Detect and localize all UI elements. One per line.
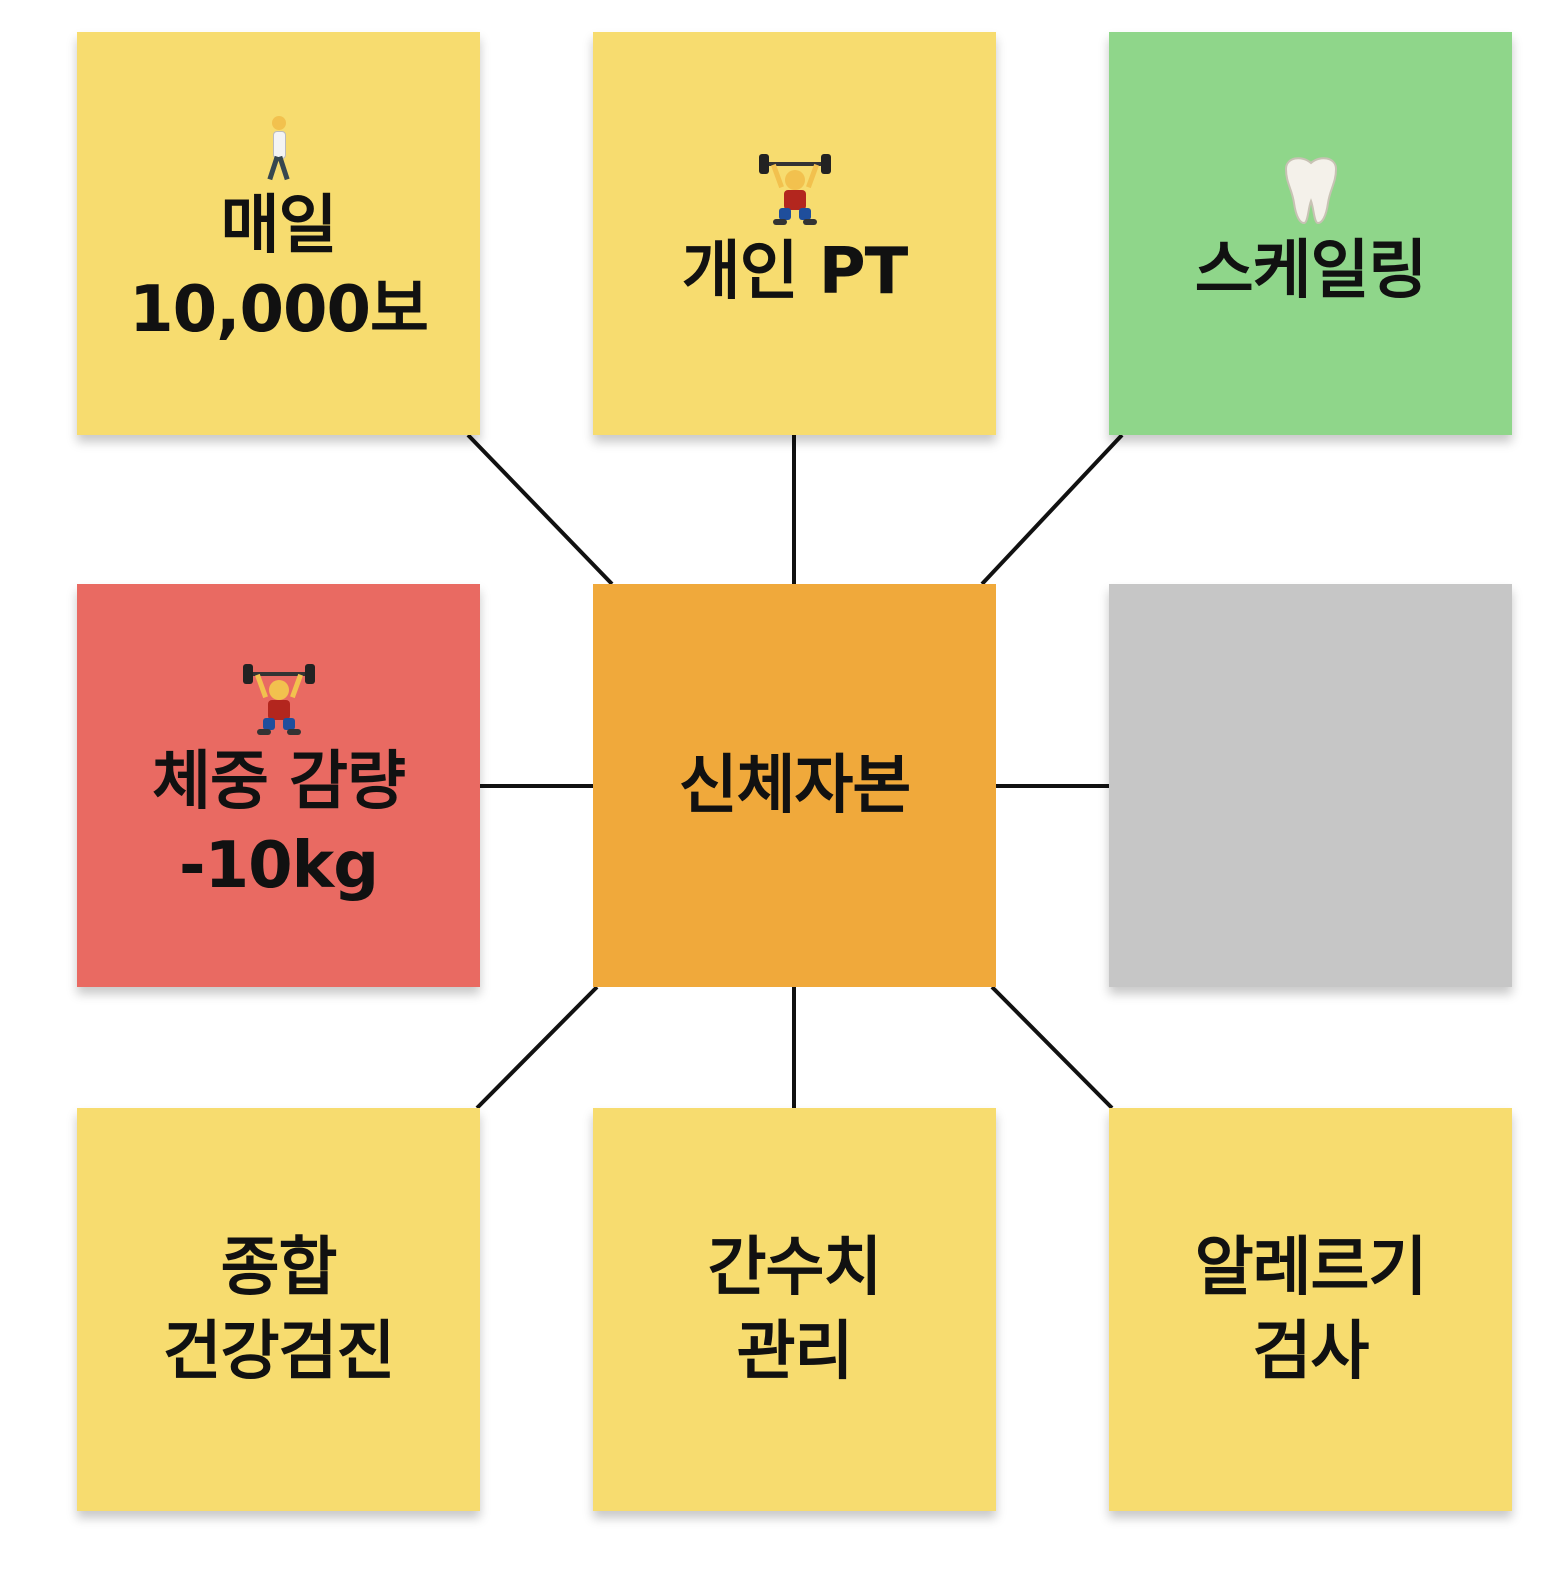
connector-center-top-right <box>980 433 1124 586</box>
connector-center-bottom-right <box>990 985 1114 1110</box>
tooth-icon <box>1278 155 1344 225</box>
note-liver-levels[interactable]: 간수치 관리 <box>593 1108 996 1511</box>
note-label: 매일 10,000보 <box>129 188 429 347</box>
note-label: 체중 감량 -10kg <box>152 744 406 903</box>
note-personal-pt[interactable]: 개인 PT <box>593 32 996 435</box>
person-walking-icon <box>259 115 299 182</box>
note-label: 스케일링 <box>1194 233 1428 308</box>
person-lifting-weights-icon <box>758 153 831 226</box>
person-lifting-weights-icon <box>242 663 315 736</box>
note-scaling[interactable]: 스케일링 <box>1109 32 1512 435</box>
note-weight-loss[interactable]: 체중 감량 -10kg <box>77 584 480 987</box>
note-label: 종합 건강검진 <box>162 1230 396 1389</box>
note-allergy-test[interactable]: 알레르기 검사 <box>1109 1108 1512 1511</box>
center-label: 신체자본 <box>678 748 912 823</box>
note-daily-steps[interactable]: 매일 10,000보 <box>77 32 480 435</box>
note-empty[interactable] <box>1109 584 1512 987</box>
note-label: 알레르기 검사 <box>1194 1230 1428 1389</box>
note-center-topic[interactable]: 신체자본 <box>593 584 996 987</box>
note-label: 개인 PT <box>681 234 909 309</box>
note-label: 간수치 관리 <box>707 1230 883 1389</box>
connector-center-top-left <box>466 433 614 586</box>
connector-center-bottom-left <box>475 985 599 1110</box>
note-health-checkup[interactable]: 종합 건강검진 <box>77 1108 480 1511</box>
